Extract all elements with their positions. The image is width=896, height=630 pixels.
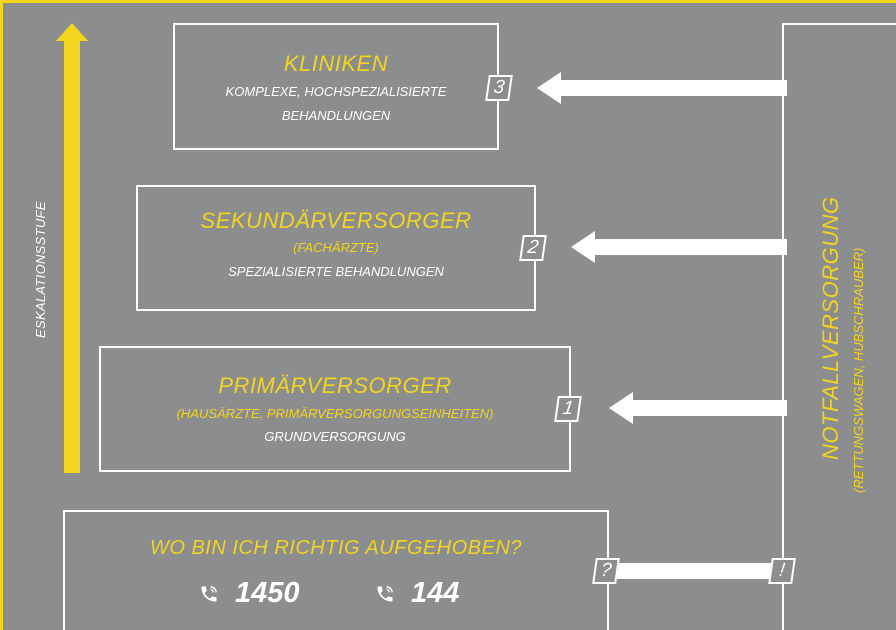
escalation-arrow-icon [56,23,88,473]
level-badge-1: 1 [554,396,582,422]
phone-number-144: 144 [411,577,460,609]
level-badge-3: 3 [485,75,513,101]
level-desc-kliniken-2: BEHANDLUNGEN [281,108,391,123]
phone-1450[interactable]: 1450 [199,577,300,610]
connector-line [617,563,777,579]
level-box-primaer: PRIMÄRVERSORGER (HAUSÄRZTE, PRIMÄRVERSOR… [99,346,571,472]
level-desc-sekundaer: SPEZIALISIERTE BEHANDLUNGEN [228,264,444,279]
level-box-sekundaer: SEKUNDÄRVERSORGER (FACHÄRZTE) SPEZIALISI… [136,185,536,311]
emergency-box [782,23,896,630]
help-question: WO BIN ICH RICHTIG AUFGEHOBEN? [149,537,523,559]
level-desc-primaer: GRUNDVERSORGUNG [264,429,406,444]
phone-144[interactable]: 144 [375,577,459,610]
level-badge-2: 2 [519,235,547,261]
emergency-title: NOTFALLVERSORGUNG [818,196,843,460]
arrow-to-sekundaer-icon [571,231,787,263]
help-box: WO BIN ICH RICHTIG AUFGEHOBEN? [63,510,609,630]
emergency-badge: ! [768,558,796,584]
level-box-kliniken: KLINIKEN KOMPLEXE, HOCHSPEZIALISIERTE BE… [173,23,499,150]
arrow-to-primaer-icon [609,392,787,424]
escalation-label: ESKALATIONSSTUFE [33,201,48,338]
level-subtitle-primaer: (HAUSÄRZTE, PRIMÄRVERSORGUNGSEINHEITEN) [176,406,494,421]
arrow-to-kliniken-icon [537,72,787,104]
phone-icon [201,585,217,601]
phone-number-1450: 1450 [235,577,300,609]
level-title-primaer: PRIMÄRVERSORGER [218,373,452,398]
emergency-subtitle: (RETTUNGSWAGEN, HUBSCHRAUBER) [851,247,866,493]
level-title-kliniken: KLINIKEN [283,51,389,76]
level-subtitle-sekundaer: (FACHÄRZTE) [293,240,379,255]
level-desc-kliniken-1: KOMPLEXE, HOCHSPEZIALISIERTE [225,84,447,99]
help-badge: ? [592,558,620,584]
level-title-sekundaer: SEKUNDÄRVERSORGER [200,208,472,233]
phone-icon [377,585,393,601]
